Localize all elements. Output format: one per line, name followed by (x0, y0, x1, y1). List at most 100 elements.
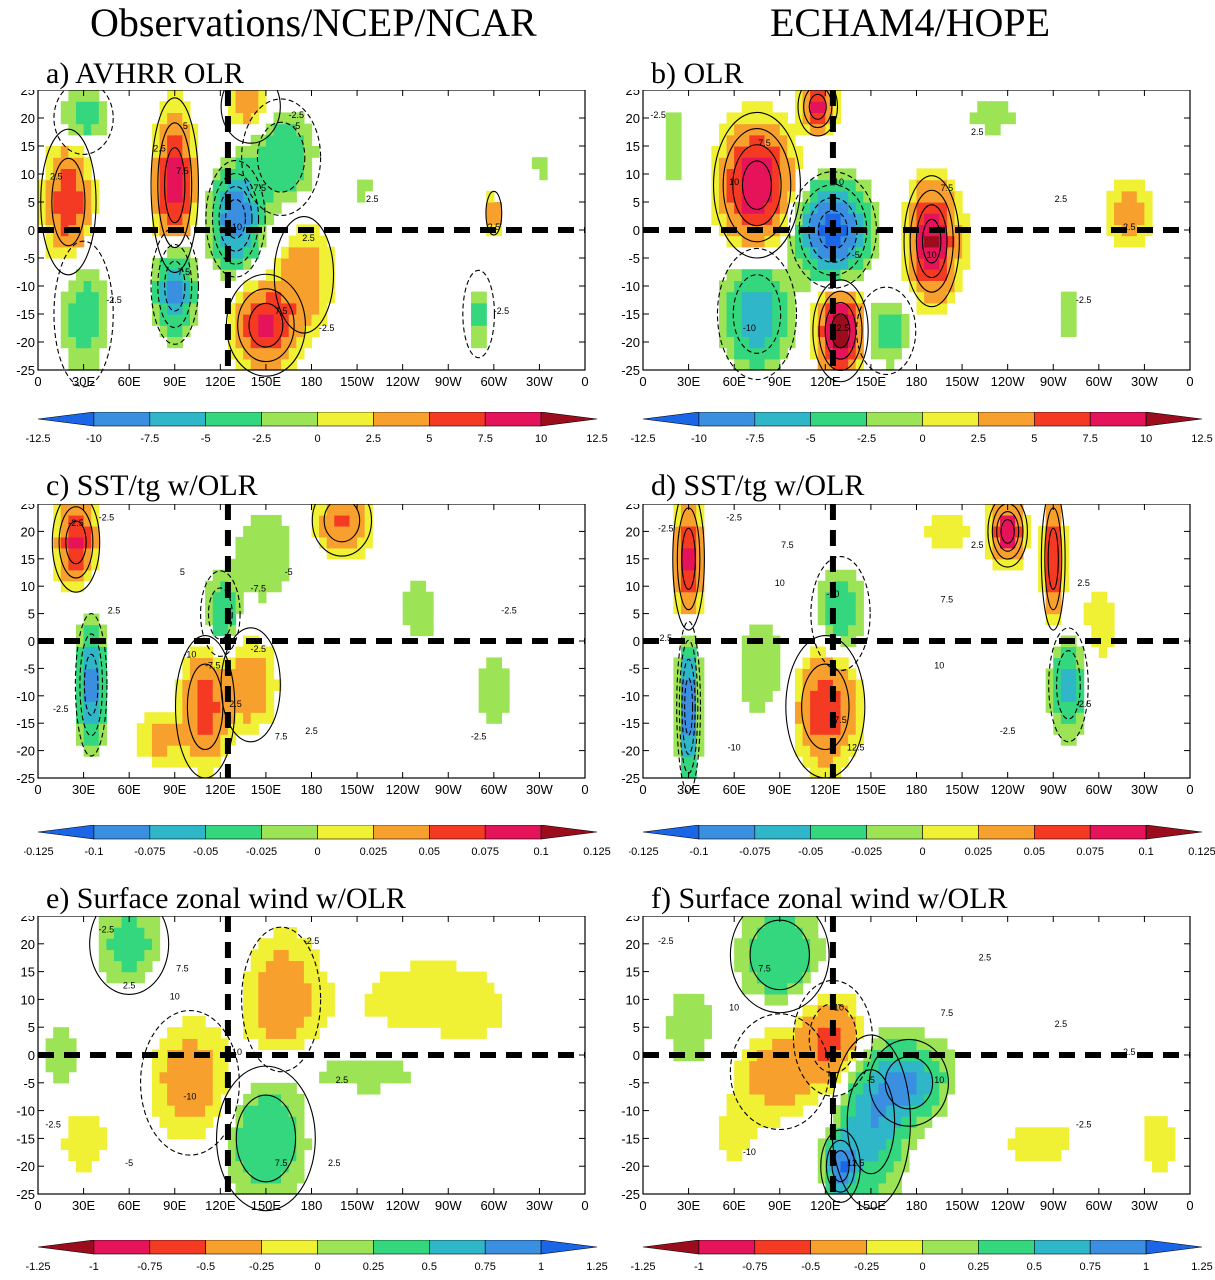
field-cell (817, 269, 826, 281)
field-cell (772, 1082, 781, 1095)
field-cell (1129, 190, 1138, 203)
field-cell (258, 558, 267, 571)
field-cell (478, 993, 487, 1006)
field-cell (60, 1138, 69, 1151)
field-cell (75, 536, 85, 549)
field-cell (878, 1027, 887, 1039)
field-cell (764, 112, 773, 125)
field-cell (688, 1027, 697, 1039)
field-cell (870, 1093, 880, 1106)
field-cell (749, 690, 758, 702)
field-cell (387, 993, 396, 1006)
field-cell (931, 258, 940, 270)
field-cell (931, 202, 940, 214)
field-cell (810, 258, 819, 270)
field-cell (91, 190, 100, 203)
field-cell (688, 767, 697, 779)
field-cell (756, 916, 766, 928)
field-cell (288, 1182, 297, 1195)
field-cell (91, 1149, 100, 1162)
field-cell (893, 1038, 902, 1051)
field-cell (98, 734, 107, 746)
field-cell (848, 1016, 857, 1028)
field-cell (696, 569, 705, 582)
field-cell (296, 1027, 305, 1039)
field-cell (832, 993, 842, 1006)
field-cell (901, 246, 910, 259)
field-cell (840, 690, 849, 702)
field-cell (772, 1071, 781, 1084)
field-cell (402, 1016, 411, 1028)
field-cell (855, 580, 864, 593)
field-cell (749, 1071, 758, 1084)
field-cell (121, 960, 130, 973)
colorbar-cell (642, 412, 700, 427)
field-cell (1015, 558, 1024, 571)
field-cell (334, 1060, 343, 1073)
field-cell (825, 1160, 834, 1173)
field-cell (486, 993, 495, 1006)
field-cell (68, 179, 77, 192)
field-cell (167, 291, 176, 304)
field-cell (810, 190, 819, 203)
field-cell (886, 1105, 895, 1117)
field-cell (1144, 1116, 1153, 1128)
field-cell (1129, 213, 1138, 225)
field-cell (288, 1105, 297, 1117)
field-cell (756, 960, 766, 973)
contour-label: -2.5 (99, 925, 115, 935)
field-cell (493, 213, 503, 225)
field-cell (764, 1049, 773, 1062)
field-cell (258, 1171, 267, 1184)
field-cell (810, 314, 819, 326)
field-cell (159, 157, 168, 169)
field-cell (688, 1016, 697, 1028)
field-cell (98, 112, 107, 125)
x-tick-label: 60E (723, 374, 746, 389)
field-cell (741, 1060, 750, 1073)
field-cell (417, 993, 427, 1006)
field-cell (1053, 602, 1062, 615)
field-cell (197, 1105, 206, 1117)
field-cell (817, 258, 826, 270)
field-cell (718, 146, 728, 158)
field-cell (794, 982, 804, 995)
field-cell (402, 1071, 411, 1084)
y-tick-label: 25 (21, 90, 35, 98)
field-cell (764, 1027, 773, 1039)
field-cell (243, 112, 252, 125)
field-cell (235, 314, 244, 326)
field-cell (227, 624, 237, 637)
colorbar-cell (93, 825, 151, 840)
field-cell (258, 982, 267, 995)
field-cell (817, 1082, 826, 1095)
field-cell (258, 101, 267, 113)
contour-line (241, 98, 322, 216)
field-cell (265, 1038, 275, 1051)
field-cell (901, 1149, 910, 1162)
field-cell (273, 1127, 282, 1139)
field-cell (1114, 213, 1123, 225)
field-cell (1015, 1127, 1024, 1139)
field-cell (1053, 504, 1062, 516)
field-cell (734, 938, 743, 950)
field-cell (977, 112, 986, 125)
field-cell (83, 202, 92, 214)
field-cell (174, 690, 183, 702)
field-cell (734, 291, 743, 304)
field-cell (197, 734, 206, 746)
field-cell (863, 1116, 872, 1128)
field-cell (1060, 314, 1070, 326)
field-cell (98, 280, 107, 293)
field-cell (1068, 646, 1077, 659)
field-cell (197, 646, 206, 659)
y-tick-label: 15 (626, 139, 640, 154)
field-cell (75, 146, 85, 158)
field-cell (364, 1004, 373, 1017)
field-cell (182, 179, 191, 192)
field-cell (832, 1004, 842, 1017)
field-cell (1159, 1127, 1168, 1139)
field-cell (817, 646, 826, 659)
y-tick-label: 20 (626, 524, 640, 539)
field-cell (1007, 547, 1016, 560)
